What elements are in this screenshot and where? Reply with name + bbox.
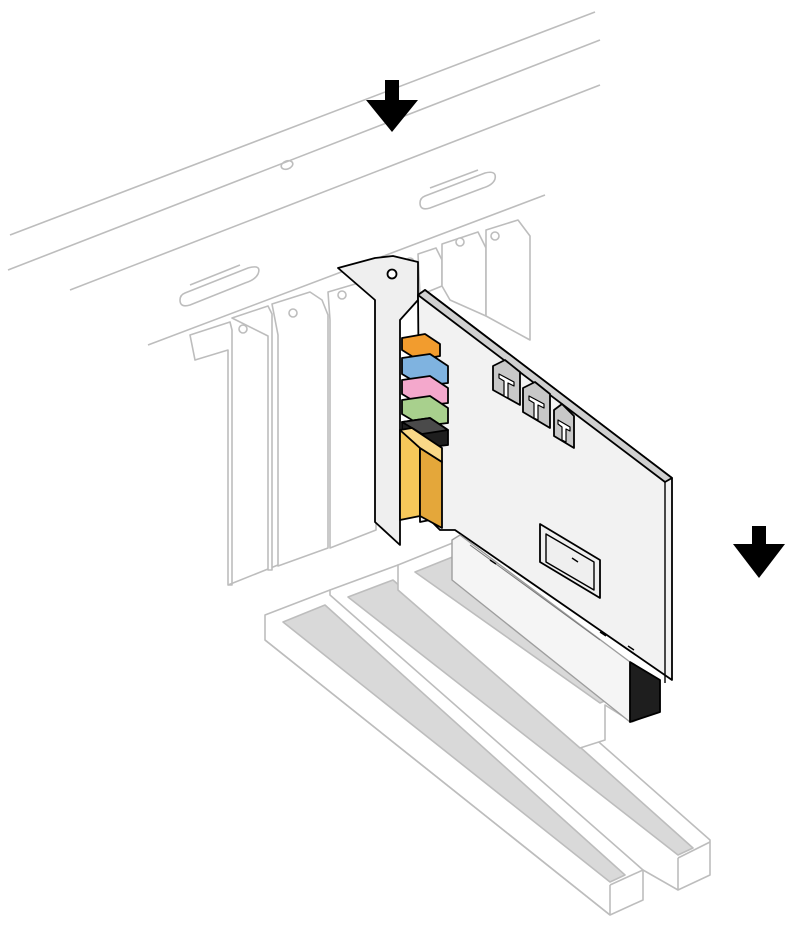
insert-arrow-right <box>733 526 785 578</box>
insert-arrow-top <box>366 80 418 132</box>
yellow-connector <box>400 428 442 528</box>
bracket-screw-hole <box>388 270 397 279</box>
